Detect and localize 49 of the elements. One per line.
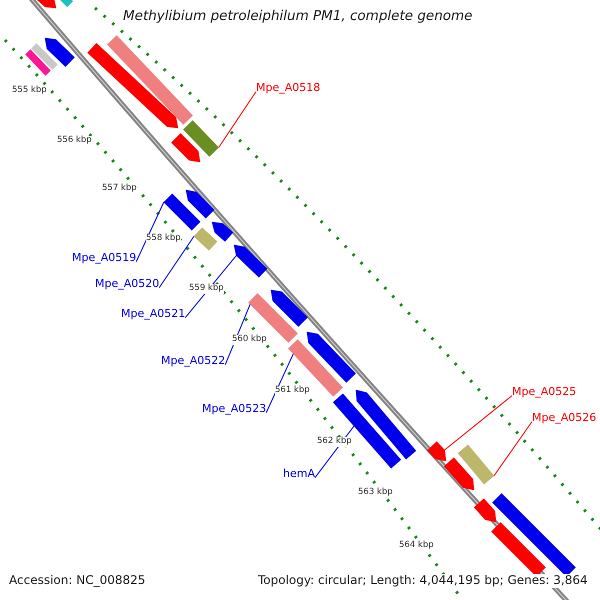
leader-line bbox=[493, 421, 532, 476]
leader-line bbox=[136, 202, 164, 262]
scale-label: 556 kbp bbox=[57, 136, 92, 146]
leader-line bbox=[158, 236, 194, 288]
gene-label: Mpe_A0519 bbox=[72, 252, 136, 265]
scale-label: 564 kbp bbox=[399, 541, 434, 551]
gene-bar bbox=[332, 393, 402, 469]
gene-feature bbox=[234, 244, 268, 278]
gene-label: Mpe_A0518 bbox=[256, 82, 320, 95]
gene-feature bbox=[444, 457, 474, 490]
scale-label: 559 kbp bbox=[189, 284, 224, 294]
gene-bar bbox=[107, 35, 193, 125]
gene-bar bbox=[194, 227, 218, 251]
gene-bar bbox=[183, 120, 219, 157]
accession-text: Accession: NC_008825 bbox=[9, 574, 146, 588]
gene-label: hemA bbox=[283, 468, 315, 481]
gene-feature bbox=[427, 441, 446, 462]
leader-line bbox=[266, 353, 294, 414]
gene-bar bbox=[458, 444, 494, 484]
gene-bar bbox=[164, 194, 200, 230]
scale-label: 558 kbp bbox=[146, 234, 181, 244]
gene-label: Mpe_A0526 bbox=[532, 412, 596, 425]
title: Methylibium petroleiphilum PM1, complete genome bbox=[123, 9, 472, 25]
gene-feature bbox=[474, 498, 496, 522]
gene-feature bbox=[270, 290, 308, 327]
gene-feature bbox=[87, 43, 178, 128]
gene-feature bbox=[306, 332, 356, 383]
leader-line bbox=[444, 395, 512, 450]
gene-feature bbox=[212, 222, 234, 242]
genome-info-text: Topology: circular; Length: 4,044,195 bp; Genes: 3,864 bbox=[258, 574, 588, 588]
scale-label: 563 kbp bbox=[358, 488, 393, 498]
scale-label: 560 kbp bbox=[232, 335, 267, 345]
gene-bar bbox=[25, 49, 51, 76]
gene-feature bbox=[171, 133, 200, 162]
scale-label: 557 kbp bbox=[102, 184, 137, 194]
scale-label: 561 kbp bbox=[275, 386, 310, 396]
gene-label: Mpe_A0523 bbox=[202, 403, 266, 416]
scale-label: 555 kbp bbox=[12, 86, 47, 96]
gene-feature bbox=[186, 190, 214, 218]
gene-feature bbox=[44, 38, 75, 67]
gene-label: Mpe_A0520 bbox=[95, 278, 160, 291]
gene-label: Mpe_A0522 bbox=[161, 355, 226, 368]
gene-label: Mpe_A0521 bbox=[121, 308, 186, 321]
gene-feature bbox=[356, 390, 416, 460]
gene-bar bbox=[248, 293, 298, 343]
scale-label: 562 kbp bbox=[317, 437, 352, 447]
gene-label: Mpe_A0525 bbox=[512, 386, 576, 399]
gene-bar bbox=[31, 43, 58, 70]
leader-line bbox=[218, 91, 256, 148]
